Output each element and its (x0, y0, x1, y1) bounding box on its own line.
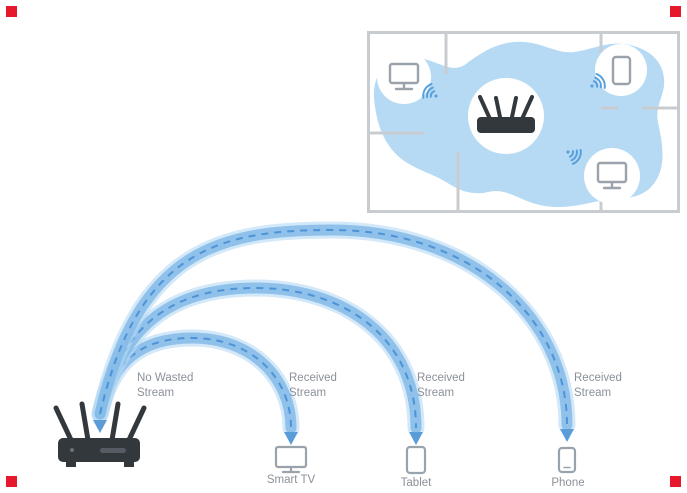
floorplan (367, 31, 680, 213)
received-stream-label: Received Stream (574, 372, 622, 399)
floorplan-inner-walls (368, 33, 678, 211)
router-circle (468, 78, 544, 154)
wifi-signal-icon (422, 82, 438, 99)
corner-marker (6, 6, 17, 17)
beam-streams (91, 221, 576, 445)
tablet-icon (611, 55, 632, 86)
device-name-phone: Phone (551, 477, 585, 489)
wifi-signal-icon (566, 148, 582, 165)
smart-tv-icon (274, 445, 308, 474)
device-name-tablet: Tablet (400, 477, 432, 489)
no-wasted-stream-label: No Wasted Stream (137, 372, 194, 399)
received-stream-label: Received Stream (289, 372, 337, 399)
corner-marker (6, 476, 17, 487)
floorplan-outer-wall (367, 31, 680, 213)
device-name-smart-tv: Smart TV (266, 474, 316, 486)
monitor-icon (388, 62, 420, 91)
router-icon (53, 401, 147, 467)
router-icon (477, 95, 535, 133)
corner-marker (670, 6, 681, 17)
phone-icon (557, 446, 577, 474)
stream-arc-phone (91, 221, 576, 434)
wifi-signal-icon (590, 73, 606, 89)
received-stream-label: Received Stream (417, 372, 465, 399)
down-arrow-icon (284, 432, 298, 445)
monitor-icon (596, 161, 628, 190)
tablet-icon (405, 445, 427, 475)
down-arrow-icon (93, 420, 107, 433)
down-arrow-icon (409, 432, 423, 445)
down-arrow-icon (560, 429, 574, 442)
corner-marker (670, 476, 681, 487)
